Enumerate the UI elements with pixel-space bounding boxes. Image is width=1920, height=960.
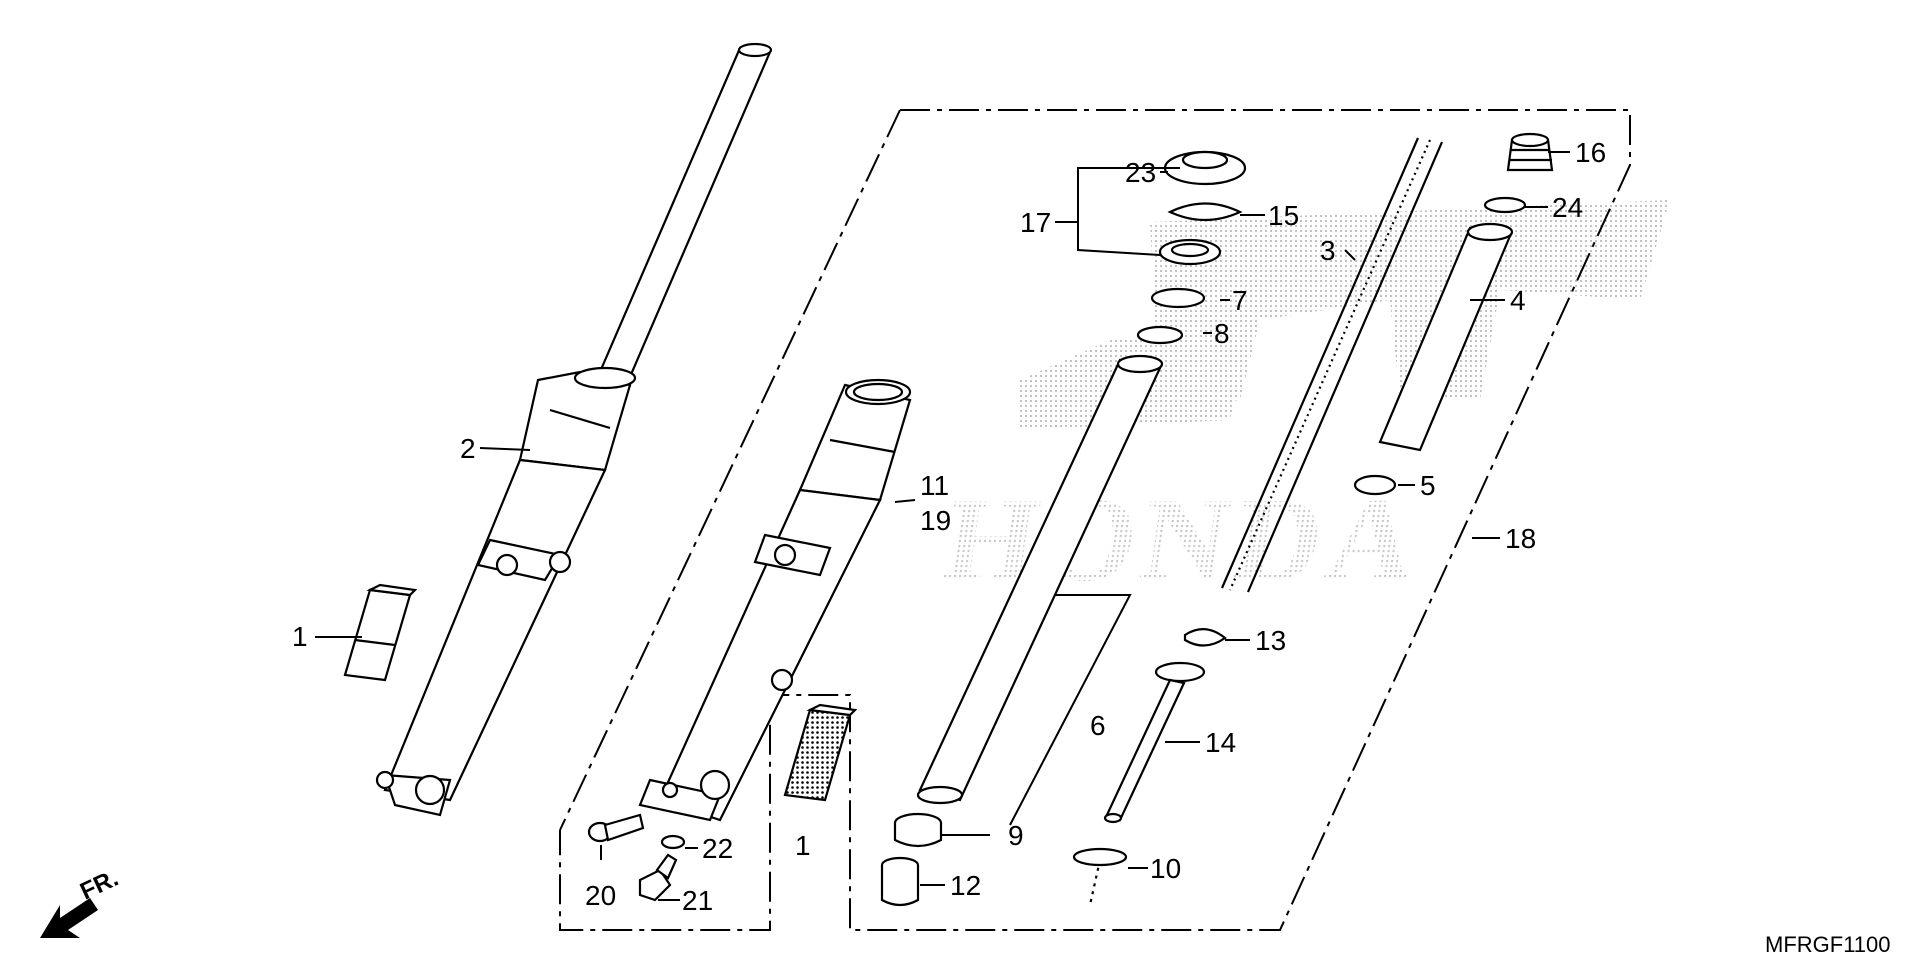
callout-16: 16	[1575, 137, 1606, 168]
guide-bushing	[1136, 325, 1184, 345]
callouts: 1 1 2 3 4 5 6 7 8 9 10 11 12 13 14 15 16…	[292, 137, 1606, 916]
callout-21: 21	[682, 885, 713, 916]
spring-seat	[1353, 474, 1397, 496]
back-up-ring	[1150, 287, 1206, 309]
spring-collar	[1378, 222, 1514, 452]
callout-9: 9	[1008, 820, 1024, 851]
callout-11: 11	[920, 470, 949, 501]
oil-seal	[1158, 238, 1222, 266]
sealing-washer	[660, 834, 686, 850]
callout-8: 8	[1214, 318, 1230, 349]
callout-4: 4	[1510, 285, 1526, 316]
callout-15: 15	[1268, 200, 1299, 231]
o-ring	[1483, 196, 1527, 214]
callout-12: 12	[950, 870, 981, 901]
callout-6: 6	[1090, 710, 1106, 741]
diagram-code: MFRGF1100	[1765, 932, 1891, 957]
dust-seal	[1163, 150, 1247, 186]
rebound-spring	[1072, 847, 1128, 906]
fork-cap-bolt	[1506, 132, 1554, 172]
guard-block-left	[343, 583, 418, 682]
fork-leg-assembly	[375, 42, 773, 817]
fork-pipe	[916, 354, 1164, 805]
callout-17: 17	[1020, 207, 1051, 238]
callout-13: 13	[1255, 625, 1286, 656]
assembly-boundary	[559, 109, 1631, 931]
callout-2: 2	[460, 433, 476, 464]
callout-1-right: 1	[795, 830, 811, 861]
callout-18: 18	[1505, 523, 1536, 554]
piston-rod	[1103, 661, 1206, 824]
stopper-ring	[1167, 202, 1243, 222]
leader-lines	[315, 151, 1570, 901]
guard-block-right	[783, 703, 858, 802]
callout-5: 5	[1420, 470, 1436, 501]
callout-22: 22	[702, 833, 733, 864]
callout-10: 10	[1150, 853, 1181, 884]
fork-spring	[1220, 137, 1444, 593]
callout-14: 14	[1205, 727, 1236, 758]
drain-bolt	[638, 853, 678, 902]
callout-19: 19	[920, 505, 951, 536]
socket-bolt	[587, 813, 645, 843]
callout-24: 24	[1552, 192, 1583, 223]
honda-watermark-text: HONDA	[935, 475, 1430, 607]
callout-1-left: 1	[292, 621, 308, 652]
outer-fork-tube	[638, 378, 912, 822]
callout-7: 7	[1232, 285, 1248, 316]
honda-watermark-logo: HONDA	[935, 200, 1670, 607]
slider-bushing	[893, 812, 943, 848]
snap-ring	[1183, 628, 1227, 647]
piston-collar	[880, 856, 920, 907]
front-direction-arrow-icon: FR.	[40, 865, 123, 938]
callout-20: 20	[585, 880, 616, 911]
front-direction-label: FR.	[76, 865, 122, 906]
callout-3: 3	[1320, 235, 1336, 266]
callout-23: 23	[1125, 157, 1156, 188]
